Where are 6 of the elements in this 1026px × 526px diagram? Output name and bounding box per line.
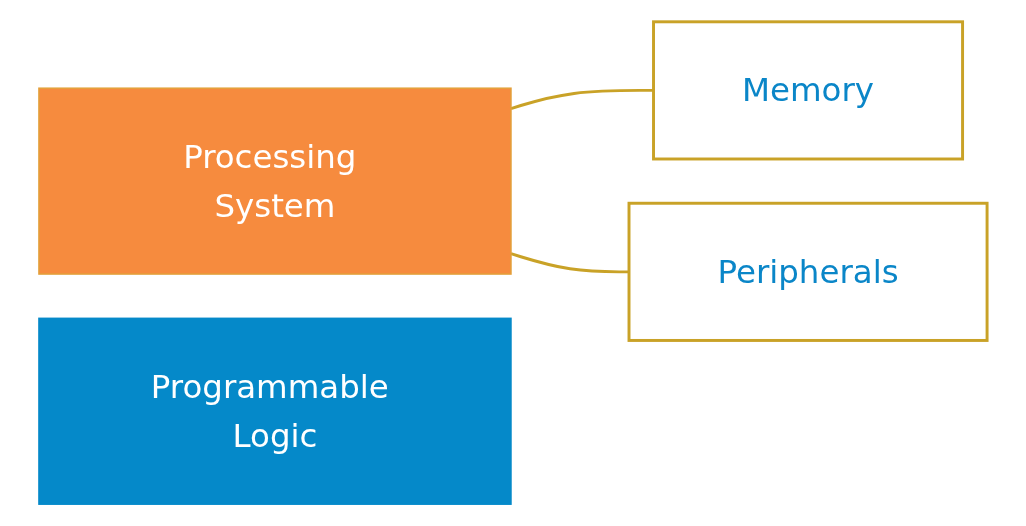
connector	[510, 252, 629, 274]
node-box: Processing System	[38, 87, 512, 275]
node-box: Peripherals	[627, 201, 989, 342]
node-box: Memory	[652, 20, 965, 161]
connector	[510, 88, 654, 110]
node-box: Programmable Logic	[38, 317, 512, 505]
